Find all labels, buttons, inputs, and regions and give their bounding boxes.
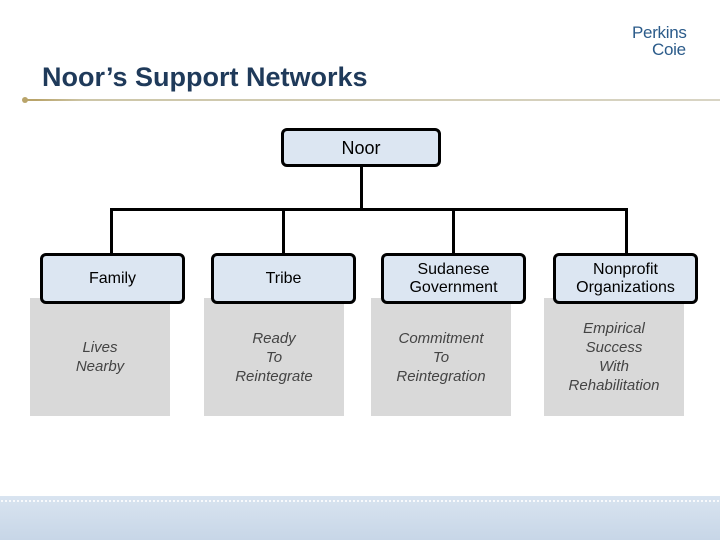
connector-nonprofit-organizations (625, 208, 628, 255)
connector-root-stem (360, 165, 363, 210)
root-node-noor: Noor (281, 128, 441, 167)
connector-tribe (282, 208, 285, 255)
node-tribe-label: Tribe (265, 269, 302, 287)
node-tribe: Tribe (211, 253, 356, 304)
detail-family: Lives Nearby (30, 298, 170, 416)
node-nonprofit-organizations-label: Nonprofit Organizations (576, 260, 675, 296)
slide-title: Noor’s Support Networks (42, 62, 368, 92)
title-underline (24, 99, 720, 101)
detail-nonprofit-organizations: Empirical Success With Rehabilitation (544, 298, 684, 416)
root-node-label: Noor (341, 137, 381, 158)
detail-sudanese-government: Commitment To Reintegration (371, 298, 511, 416)
detail-tribe: Ready To Reintegrate (204, 298, 344, 416)
node-family-label: Family (88, 269, 137, 287)
node-family: Family (40, 253, 185, 304)
connector-sudanese-government (452, 208, 455, 255)
connector-family (110, 208, 113, 255)
node-sudanese-government: Sudanese Government (381, 253, 526, 304)
logo-line-2: Coie (652, 40, 686, 59)
footer-band (0, 496, 720, 540)
logo-line-1: Perkins (632, 23, 687, 42)
node-sudanese-government-label: Sudanese Government (409, 260, 498, 296)
node-nonprofit-organizations: Nonprofit Organizations (553, 253, 698, 304)
title-underline-dot (22, 97, 28, 103)
footer-dotted-line (0, 500, 720, 502)
connector-horizontal-bar (110, 208, 628, 211)
perkins-coie-logo: Perkins Coie (632, 24, 702, 58)
